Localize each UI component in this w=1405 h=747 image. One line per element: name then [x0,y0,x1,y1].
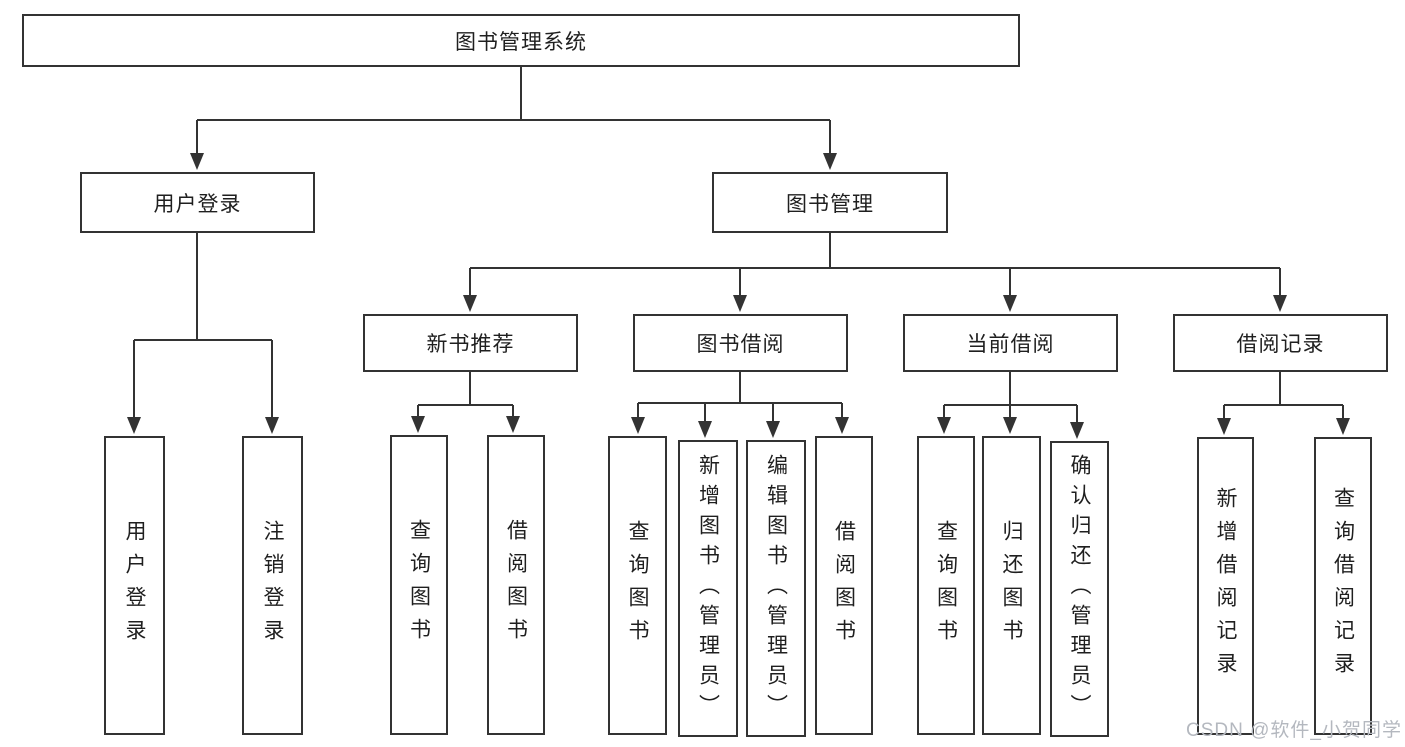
leaf-borrow-borrow-books: 借阅图书 [815,436,873,735]
node-new-book-recommend: 新书推荐 [363,314,578,372]
leaf-user-login: 用户登录 [104,436,165,735]
leaf-current-query-books-label: 查询图书 [934,519,958,652]
node-book-management: 图书管理 [712,172,948,233]
leaf-borrow-edit-books-admin-label: 编辑图书（管理员） [764,453,788,724]
leaf-newrec-query-books: 查询图书 [390,435,448,735]
leaf-borrow-query-books: 查询图书 [608,436,667,735]
node-root: 图书管理系统 [22,14,1020,67]
csdn-watermark: CSDN @软件_小贺同学 [1186,720,1402,741]
leaf-record-query-record-label: 查询借阅记录 [1331,487,1355,685]
leaf-borrow-add-books-admin-label: 新增图书（管理员） [696,453,720,724]
node-borrow-record: 借阅记录 [1173,314,1388,372]
node-current-borrow: 当前借阅 [903,314,1118,372]
leaf-borrow-edit-books-admin: 编辑图书（管理员） [746,440,806,737]
leaf-newrec-borrow-books-label: 借阅图书 [504,519,528,651]
leaf-record-query-record: 查询借阅记录 [1314,437,1372,735]
leaf-logout-label: 注销登录 [261,519,284,652]
leaf-current-confirm-return-admin-label: 确认归还（管理员） [1068,454,1091,724]
node-book-management-label: 图书管理 [786,192,874,216]
node-root-label: 图书管理系统 [455,30,587,54]
leaf-newrec-query-books-label: 查询图书 [407,519,431,651]
leaf-user-login-label: 用户登录 [123,519,146,652]
leaf-current-return-books-label: 归还图书 [1000,519,1023,652]
node-user-login: 用户登录 [80,172,315,233]
node-borrow-record-label: 借阅记录 [1236,333,1325,356]
leaf-logout: 注销登录 [242,436,303,735]
leaf-borrow-borrow-books-label: 借阅图书 [832,519,856,652]
leaf-current-query-books: 查询图书 [917,436,975,735]
leaf-current-confirm-return-admin: 确认归还（管理员） [1050,441,1109,737]
leaf-record-add-record: 新增借阅记录 [1197,437,1254,735]
leaf-borrow-add-books-admin: 新增图书（管理员） [678,440,738,737]
leaf-borrow-query-books-label: 查询图书 [626,519,649,652]
leaf-current-return-books: 归还图书 [982,436,1041,735]
leaf-record-add-record-label: 新增借阅记录 [1214,487,1237,685]
node-book-borrow-label: 图书借阅 [696,333,785,356]
node-user-login-label: 用户登录 [153,192,242,216]
node-new-book-recommend-label: 新书推荐 [426,333,515,356]
leaf-newrec-borrow-books: 借阅图书 [487,435,545,735]
node-current-borrow-label: 当前借阅 [966,333,1055,356]
node-book-borrow: 图书借阅 [633,314,848,372]
